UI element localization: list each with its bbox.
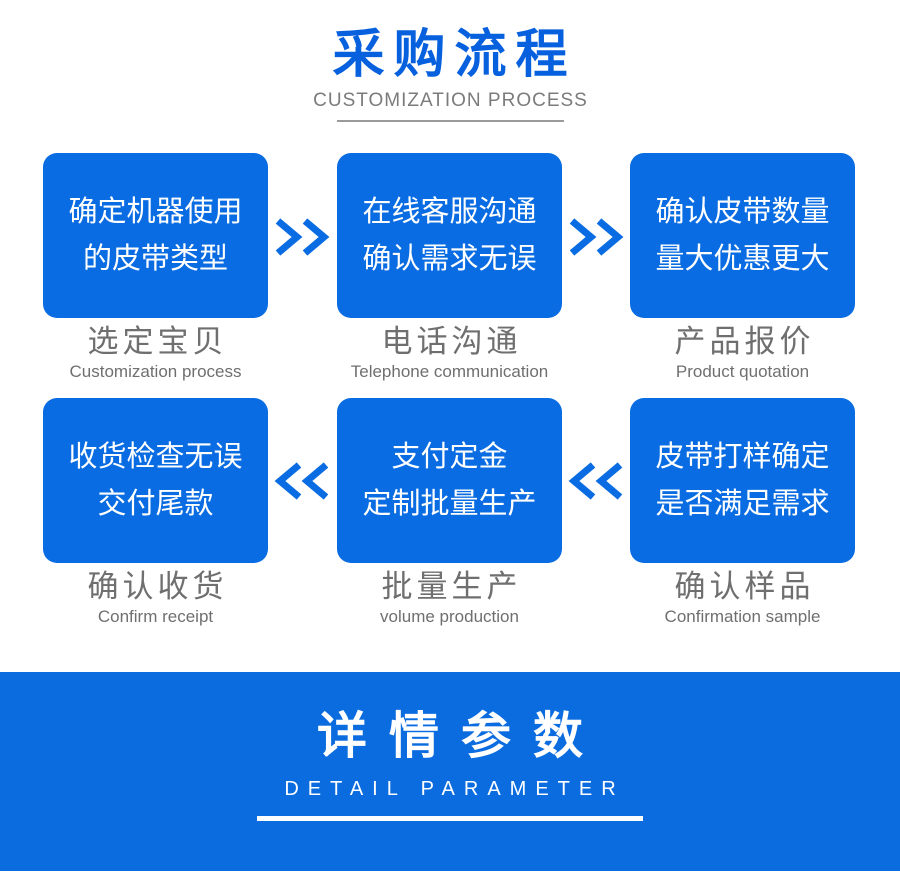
step-box-text: 皮带打样确定 (655, 440, 830, 473)
flow-header: 采购流程 CUSTOMIZATION PROCESS (0, 0, 900, 122)
step-box-text: 收货检查无误 (68, 440, 243, 473)
process-step-3: 确认皮带数量 量大优惠更大 产品报价 Product quotation (630, 153, 855, 381)
step-label-en: Product quotation (675, 362, 810, 381)
step-box: 收货检查无误 交付尾款 (43, 398, 268, 563)
step-box-text: 在线客服沟通 (362, 195, 537, 228)
banner-subtitle: DETAIL PARAMETER (284, 778, 625, 800)
process-step-5: 支付定金 定制批量生产 批量生产 volume production (337, 398, 562, 626)
step-box-text: 的皮带类型 (82, 242, 228, 275)
step-box-text: 确定机器使用 (68, 195, 243, 228)
step-box-text: 定制批量生产 (362, 487, 537, 520)
step-box: 确认皮带数量 量大优惠更大 (630, 153, 855, 318)
step-box-text: 量大优惠更大 (655, 242, 830, 275)
double-chevron-left-icon (568, 462, 623, 500)
process-step-2: 在线客服沟通 确认需求无误 电话沟通 Telephone communicati… (337, 153, 562, 381)
step-label-en: Telephone communication (350, 362, 549, 381)
double-chevron-right-icon (569, 218, 624, 256)
step-box: 确定机器使用 的皮带类型 (43, 153, 268, 318)
step-box: 在线客服沟通 确认需求无误 (337, 153, 562, 318)
page-subtitle: CUSTOMIZATION PROCESS (313, 90, 588, 111)
step-box-text: 支付定金 (391, 440, 508, 473)
detail-parameter-banner: 详情参数 DETAIL PARAMETER (0, 672, 900, 871)
step-label-cn: 电话沟通 (381, 324, 522, 359)
header-underline (336, 120, 564, 122)
banner-title: 详情参数 (317, 708, 605, 764)
step-label-en: Confirm receipt (97, 607, 214, 626)
page-title: 采购流程 (332, 26, 577, 84)
step-label-en: volume production (380, 607, 519, 626)
step-box-text: 确认需求无误 (362, 242, 537, 275)
step-label-cn: 确认收货 (87, 569, 228, 604)
process-step-4: 皮带打样确定 是否满足需求 确认样品 Confirmation sample (630, 398, 855, 626)
double-chevron-right-icon (275, 218, 330, 256)
step-box-text: 交付尾款 (97, 487, 214, 520)
step-label-cn: 批量生产 (381, 569, 522, 604)
step-box-text: 确认皮带数量 (655, 195, 830, 228)
double-chevron-left-icon (274, 462, 329, 500)
step-box-text: 是否满足需求 (655, 487, 830, 520)
step-label-en: Confirmation sample (664, 607, 821, 626)
banner-underline (257, 816, 643, 821)
step-label-cn: 产品报价 (674, 324, 815, 359)
step-label-en: Customization process (69, 362, 242, 381)
process-step-1: 确定机器使用 的皮带类型 选定宝贝 Customization process (43, 153, 268, 381)
step-label-cn: 确认样品 (674, 569, 815, 604)
process-step-6: 收货检查无误 交付尾款 确认收货 Confirm receipt (43, 398, 268, 626)
step-label-cn: 选定宝贝 (87, 324, 228, 359)
step-box: 皮带打样确定 是否满足需求 (630, 398, 855, 563)
step-box: 支付定金 定制批量生产 (337, 398, 562, 563)
